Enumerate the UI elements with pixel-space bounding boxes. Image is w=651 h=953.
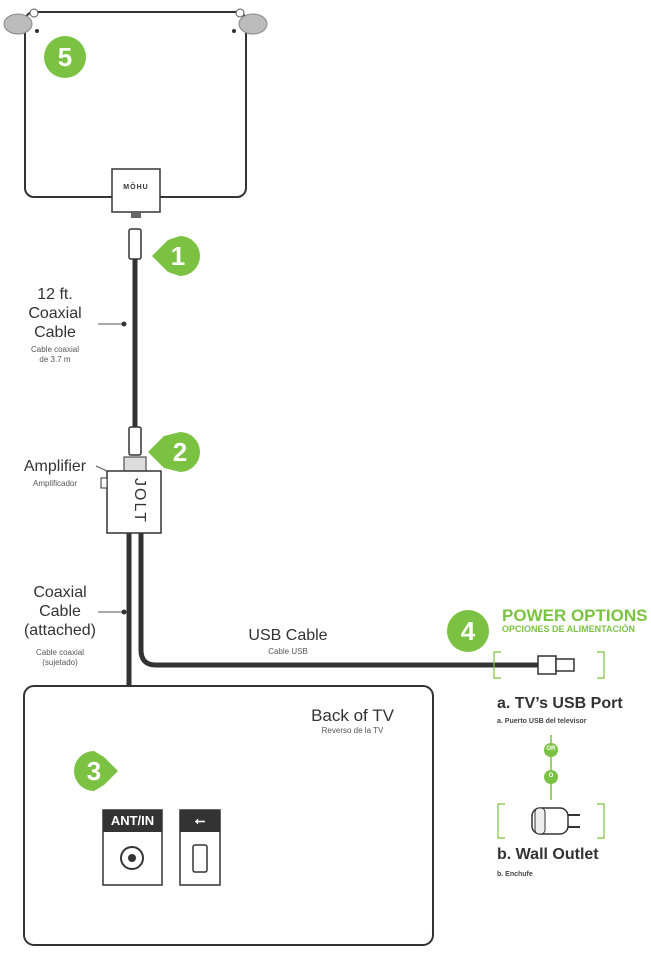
amplifier-box xyxy=(95,456,162,534)
step-number-1: 1 xyxy=(171,241,185,271)
step-number-5: 5 xyxy=(58,42,72,72)
step-marker-4: 4 xyxy=(447,610,489,652)
coax-top-sub-1: Cable coaxial xyxy=(30,345,80,354)
usb-cable-label: USB Cable xyxy=(248,627,328,644)
option-a-title: a. TV’s USB Port xyxy=(497,695,623,712)
coax-attached-label: Coaxial Cable (attached) Cable coaxial (… xyxy=(15,583,105,668)
tv-back-title: Back of TV xyxy=(311,706,394,725)
ant-in-port-label: ANT/IN xyxy=(103,810,162,832)
amplifier-brand: JOLT xyxy=(130,478,148,524)
amplifier-label: Amplifier xyxy=(23,458,87,475)
o-label: O xyxy=(548,773,554,779)
power-options-sub: OPCIONES DE ALIMENTACIÓN xyxy=(502,624,636,634)
or-label: OR xyxy=(546,746,556,752)
coax-attached-title-1: Coaxial xyxy=(33,584,87,601)
option-a-sub: a. Puerto USB del televisor xyxy=(497,718,587,725)
coax-top-sub-2: de 3.7 m xyxy=(39,355,71,364)
coax-top-label: 12 ft. Coaxial Cable Cable coaxial de 3.… xyxy=(10,285,100,365)
wall-outlet-adapter xyxy=(497,803,605,839)
or-connector xyxy=(544,735,558,800)
coax-top-title-3: Cable xyxy=(34,324,76,341)
coax-attached-title-3: (attached) xyxy=(23,622,97,639)
amplifier-sub-label: Amplificador xyxy=(32,479,77,488)
step-marker-1: 1 xyxy=(152,236,200,276)
antenna-brand: MŌHU xyxy=(123,184,149,191)
usb-cable-sub-label: Cable USB xyxy=(268,647,308,656)
coax-attached-title-2: Cable xyxy=(39,603,81,620)
coax-top-title-2: Coaxial xyxy=(28,305,82,322)
coax-attached-sub-1: Cable coaxial xyxy=(35,648,85,657)
step-number-4: 4 xyxy=(461,616,476,646)
coax-attached-sub-2: (sujetado) xyxy=(42,658,78,667)
tv-back-sub: Reverso de la TV xyxy=(321,726,384,735)
coax-cable-top xyxy=(98,228,142,456)
step-number-2: 2 xyxy=(173,437,187,467)
option-b-title: b. Wall Outlet xyxy=(497,846,599,863)
coax-top-title-1: 12 ft. xyxy=(37,286,73,303)
step-marker-2: 2 xyxy=(148,432,200,472)
step-number-3: 3 xyxy=(87,756,101,786)
option-b-sub: b. Enchufe xyxy=(497,871,533,878)
usb-plug xyxy=(493,651,605,679)
power-options-title: POWER OPTIONS xyxy=(502,606,648,625)
usb-port-label: ⭠ xyxy=(180,810,220,832)
step-marker-5: 5 xyxy=(44,36,86,78)
step-marker-3: 3 xyxy=(74,751,118,791)
